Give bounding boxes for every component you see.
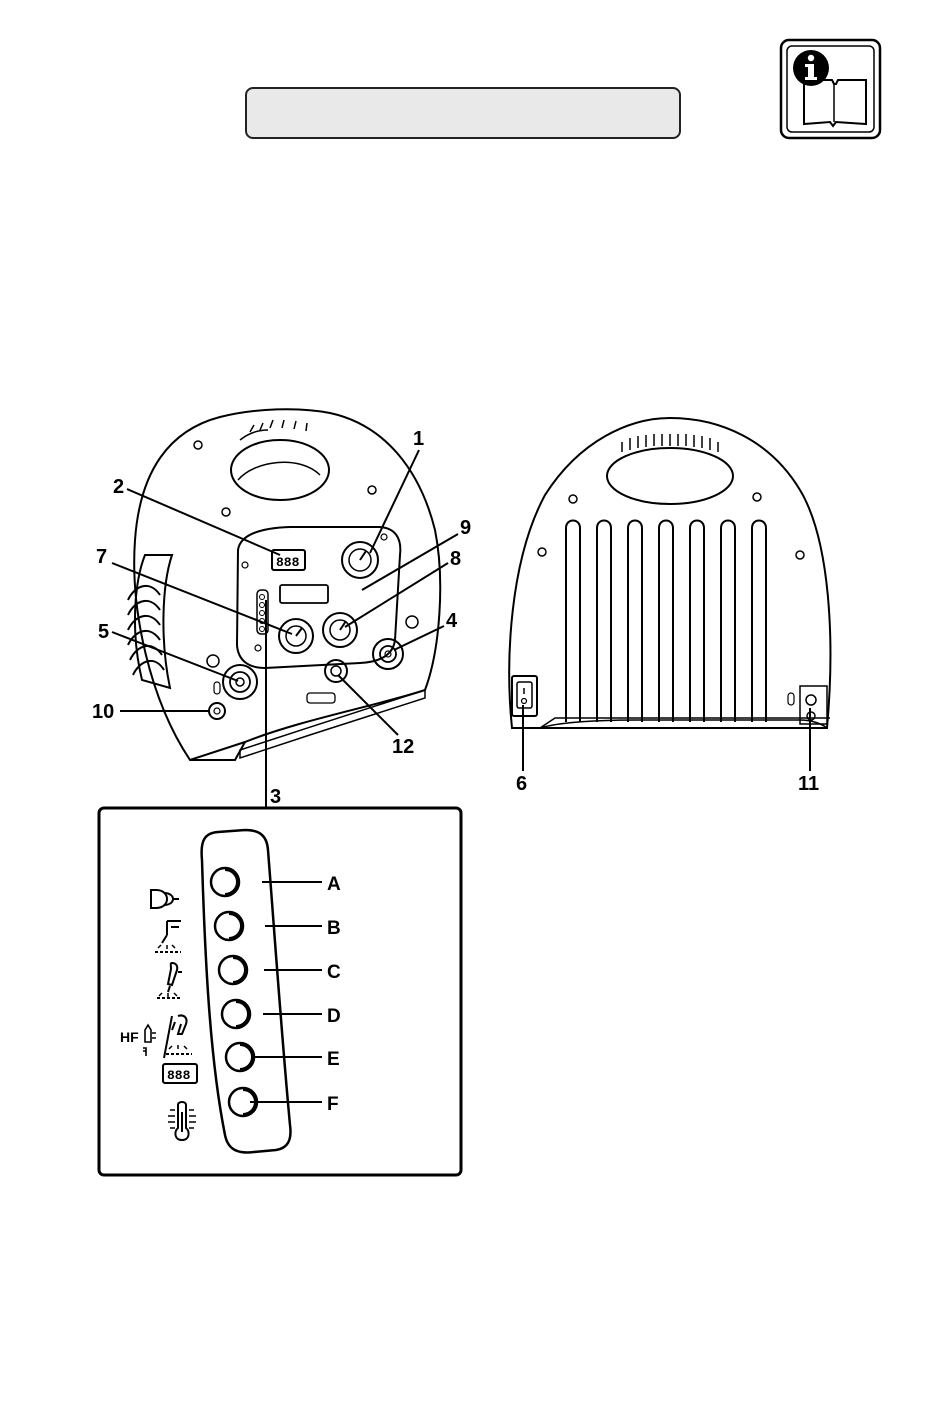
callout-12: 12	[392, 736, 414, 758]
callout-10: 10	[92, 701, 114, 723]
callout-7: 7	[96, 546, 107, 568]
callout-6: 6	[516, 773, 527, 795]
led-detail-panel: A B C D E F	[99, 808, 461, 1175]
callout-1: 1	[413, 428, 424, 450]
svg-text:888: 888	[276, 555, 300, 570]
callout-2: 2	[113, 476, 124, 498]
callout-9: 9	[460, 517, 471, 539]
led-label-c: C	[327, 962, 341, 983]
led-label-e: E	[327, 1049, 340, 1070]
title-bar	[246, 88, 680, 138]
machine-front-view: 888	[128, 409, 440, 760]
callout-8: 8	[450, 548, 461, 570]
info-manual-icon	[781, 40, 880, 138]
led-label-d: D	[327, 1006, 341, 1027]
callout-11: 11	[798, 773, 819, 795]
callout-4: 4	[446, 610, 458, 632]
rear-body	[509, 418, 830, 728]
machine-rear-view	[509, 418, 830, 728]
callout-3: 3	[270, 786, 281, 808]
led-label-a: A	[327, 874, 341, 895]
led-label-f: F	[327, 1094, 339, 1115]
svg-text:888: 888	[167, 1068, 191, 1083]
callout-5: 5	[98, 621, 109, 643]
hf-text: HF	[120, 1029, 139, 1045]
led-label-b: B	[327, 918, 341, 939]
